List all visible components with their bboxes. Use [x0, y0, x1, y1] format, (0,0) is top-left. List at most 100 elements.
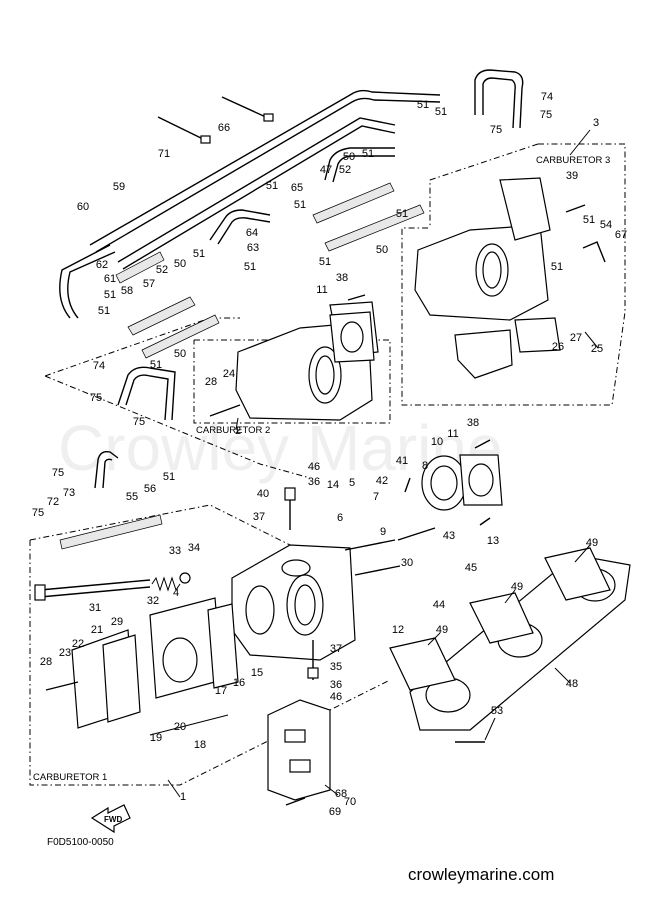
- callout-51: 51: [417, 99, 429, 111]
- callout-51: 51: [244, 261, 256, 273]
- callout-48: 48: [566, 678, 578, 690]
- fuel-hoses: [59, 69, 606, 489]
- callout-53: 53: [491, 705, 503, 717]
- callout-15: 15: [251, 667, 263, 679]
- callout-2: 2: [235, 425, 241, 437]
- callout-16: 16: [233, 677, 245, 689]
- callout-27: 27: [570, 332, 582, 344]
- callout-50: 50: [376, 244, 388, 256]
- callout-51: 51: [266, 180, 278, 192]
- callout-7: 7: [373, 491, 379, 503]
- callout-23: 23: [59, 647, 71, 659]
- callout-61: 61: [104, 273, 116, 285]
- callout-39: 39: [566, 170, 578, 182]
- callout-14: 14: [327, 479, 339, 491]
- callout-52: 52: [156, 264, 168, 276]
- site-url: crowleymarine.com: [408, 865, 554, 884]
- callout-50: 50: [174, 258, 186, 270]
- callout-46: 46: [330, 691, 342, 703]
- callout-50: 50: [174, 348, 186, 360]
- callout-70: 70: [344, 796, 356, 808]
- callout-51: 51: [294, 199, 306, 211]
- callout-65: 65: [291, 182, 303, 194]
- callout-51: 51: [150, 359, 162, 371]
- callout-75: 75: [90, 392, 102, 404]
- carburetor-2-caption: CARBURETOR 2: [196, 425, 270, 436]
- callout-38: 38: [467, 417, 479, 429]
- callout-50: 50: [343, 151, 355, 163]
- callout-30: 30: [401, 557, 413, 569]
- callout-51: 51: [319, 256, 331, 268]
- callout-71: 71: [158, 148, 170, 160]
- cable-ties: [157, 96, 274, 144]
- callout-56: 56: [144, 483, 156, 495]
- callout-51: 51: [396, 208, 408, 220]
- callout-37: 37: [253, 511, 265, 523]
- callout-66: 66: [218, 122, 230, 134]
- callout-9: 9: [380, 526, 386, 538]
- leader-lines: [167, 129, 599, 798]
- callout-24: 24: [223, 368, 235, 380]
- callout-19: 19: [150, 732, 162, 744]
- callout-29: 29: [111, 616, 123, 628]
- callout-5: 5: [349, 477, 355, 489]
- carburetor-3-caption: CARBURETOR 3: [536, 155, 610, 166]
- carburetor-3-group-outline: [401, 143, 626, 406]
- callout-36: 36: [330, 679, 342, 691]
- callout-64: 64: [246, 227, 258, 239]
- jets-and-screws: [45, 204, 586, 806]
- callout-44: 44: [433, 599, 445, 611]
- callout-12: 12: [392, 624, 404, 636]
- callout-42: 42: [376, 475, 388, 487]
- callout-58: 58: [121, 285, 133, 297]
- callout-13: 13: [487, 535, 499, 547]
- callout-40: 40: [257, 488, 269, 500]
- callout-28: 28: [205, 376, 217, 388]
- callout-75: 75: [540, 109, 552, 121]
- diagram-code: F0D5100-0050: [47, 837, 114, 848]
- callout-62: 62: [96, 259, 108, 271]
- bracket: [267, 699, 331, 801]
- callout-38: 38: [336, 272, 348, 284]
- callout-51: 51: [551, 261, 563, 273]
- carburetor-3-body: [414, 177, 561, 379]
- callout-22: 22: [72, 638, 84, 650]
- callout-68: 68: [335, 788, 347, 800]
- callout-69: 69: [329, 806, 341, 818]
- callout-51: 51: [163, 471, 175, 483]
- callout-51: 51: [104, 289, 116, 301]
- callout-51: 51: [98, 305, 110, 317]
- callout-75: 75: [32, 507, 44, 519]
- gaskets: [329, 311, 503, 511]
- callout-11: 11: [316, 284, 327, 296]
- callout-numbers: 1234567891011111213141516171819202122232…: [32, 91, 627, 818]
- callout-49: 49: [586, 537, 598, 549]
- callout-37: 37: [330, 643, 342, 655]
- callout-72: 72: [47, 496, 59, 508]
- callout-32: 32: [147, 595, 159, 607]
- callout-47: 47: [320, 164, 332, 176]
- callout-4: 4: [173, 587, 179, 599]
- callout-21: 21: [91, 624, 103, 636]
- callout-3: 3: [593, 117, 599, 129]
- callout-8: 8: [422, 460, 428, 472]
- callout-60: 60: [77, 201, 89, 213]
- callout-1: 1: [180, 791, 186, 803]
- callout-75: 75: [52, 467, 64, 479]
- callout-63: 63: [247, 242, 259, 254]
- callout-34: 34: [188, 542, 200, 554]
- callout-49: 49: [511, 581, 523, 593]
- callout-26: 26: [552, 341, 564, 353]
- callout-46: 46: [308, 461, 320, 473]
- callout-43: 43: [443, 530, 455, 542]
- callout-57: 57: [143, 278, 155, 290]
- callout-17: 17: [215, 685, 227, 697]
- callout-35: 35: [330, 661, 342, 673]
- callout-25: 25: [591, 343, 603, 355]
- callout-59: 59: [113, 181, 125, 193]
- carburetor-1-body: [231, 544, 356, 661]
- callout-73: 73: [63, 487, 75, 499]
- carburetor-1-group-outline: [29, 504, 391, 786]
